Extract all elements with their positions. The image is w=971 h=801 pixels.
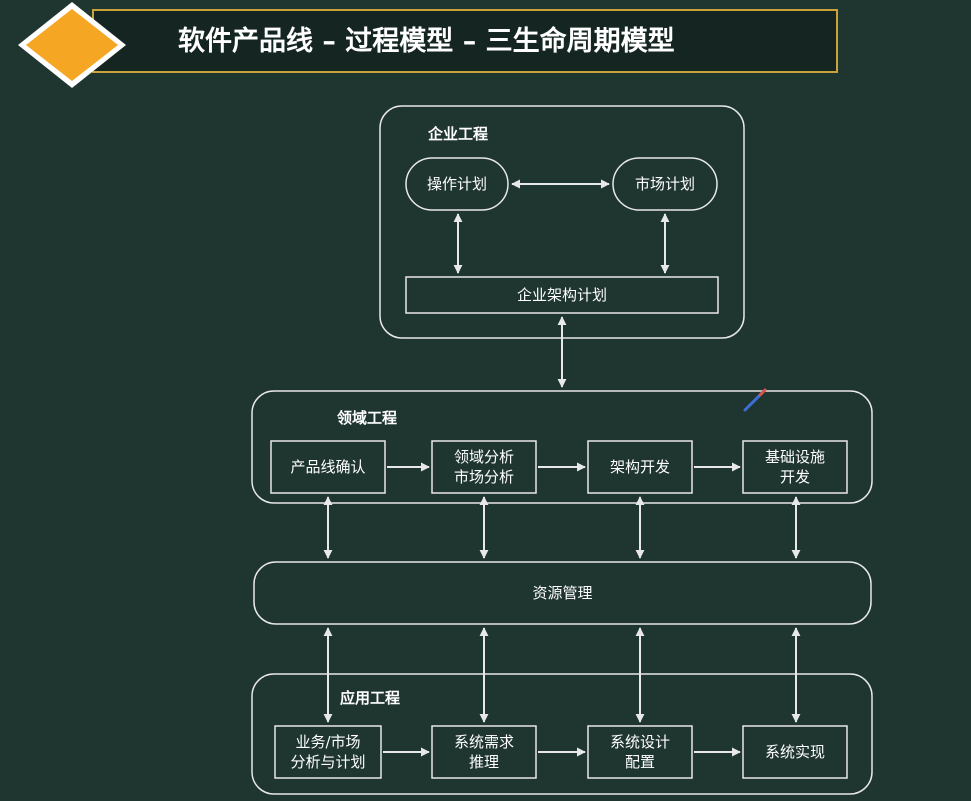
application-step-label: 业务/市场 分析与计划: [290, 733, 366, 771]
application-step-box: [274, 725, 382, 779]
domain-step-box: [270, 440, 386, 494]
application-engineering-label: 应用工程: [340, 689, 401, 707]
application-engineering-container: [251, 673, 873, 795]
title-bar: [92, 9, 838, 73]
domain-engineering-container: [251, 390, 873, 504]
market-plan-node: [612, 157, 718, 211]
diamond-icon: [14, 0, 130, 90]
application-step-box: [742, 725, 848, 779]
enterprise-arch-plan-label: 企业架构计划: [516, 286, 607, 304]
domain-step-label: 产品线确认: [290, 458, 366, 476]
domain-step-label: 领域分析 市场分析: [453, 448, 514, 486]
enterprise-engineering-label: 企业工程: [428, 125, 489, 143]
application-step-box: [431, 725, 537, 779]
domain-step-box: [431, 440, 537, 494]
ops-plan-node: [405, 157, 509, 211]
ops-plan-label: 操作计划: [426, 175, 487, 193]
enterprise-arch-plan-box: [405, 276, 719, 314]
application-step-label: 系统设计 配置: [609, 733, 670, 771]
domain-step-label: 基础设施 开发: [764, 448, 825, 486]
domain-step-label: 架构开发: [609, 458, 670, 476]
market-plan-label: 市场计划: [634, 175, 695, 193]
resource-management-label: 资源管理: [532, 584, 593, 602]
application-step-label: 系统实现: [764, 743, 825, 761]
pen-icon: [743, 388, 767, 412]
domain-engineering-label: 领域工程: [337, 409, 398, 427]
domain-step-box: [742, 440, 848, 494]
domain-step-box: [587, 440, 693, 494]
application-step-label: 系统需求 推理: [453, 733, 514, 771]
application-step-box: [587, 725, 693, 779]
resource-management-box: [253, 561, 872, 625]
page-title: 软件产品线 – 过程模型 – 三生命周期模型: [178, 26, 675, 57]
